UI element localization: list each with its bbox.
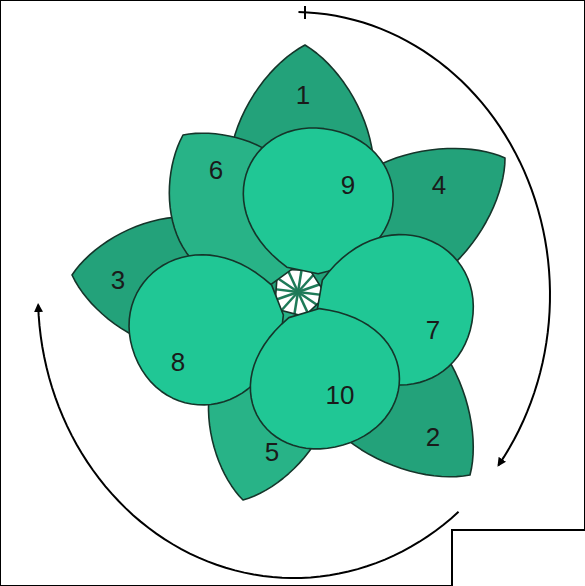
petal-number: 7: [426, 317, 440, 343]
petal-number: 1: [296, 82, 310, 108]
petal: 10: [248, 306, 402, 451]
petal-number: 3: [111, 267, 125, 293]
petal-number: 6: [209, 157, 223, 183]
petal-number: 5: [265, 439, 279, 465]
start-tick: [304, 6, 306, 19]
petal-number: 8: [171, 349, 185, 375]
petal-number: 4: [432, 172, 446, 198]
petal-number: 2: [426, 424, 440, 450]
petal-number: 10: [326, 382, 355, 408]
petal-number: 9: [341, 172, 355, 198]
petal-shape: [248, 306, 402, 451]
corner-box: [452, 530, 585, 586]
